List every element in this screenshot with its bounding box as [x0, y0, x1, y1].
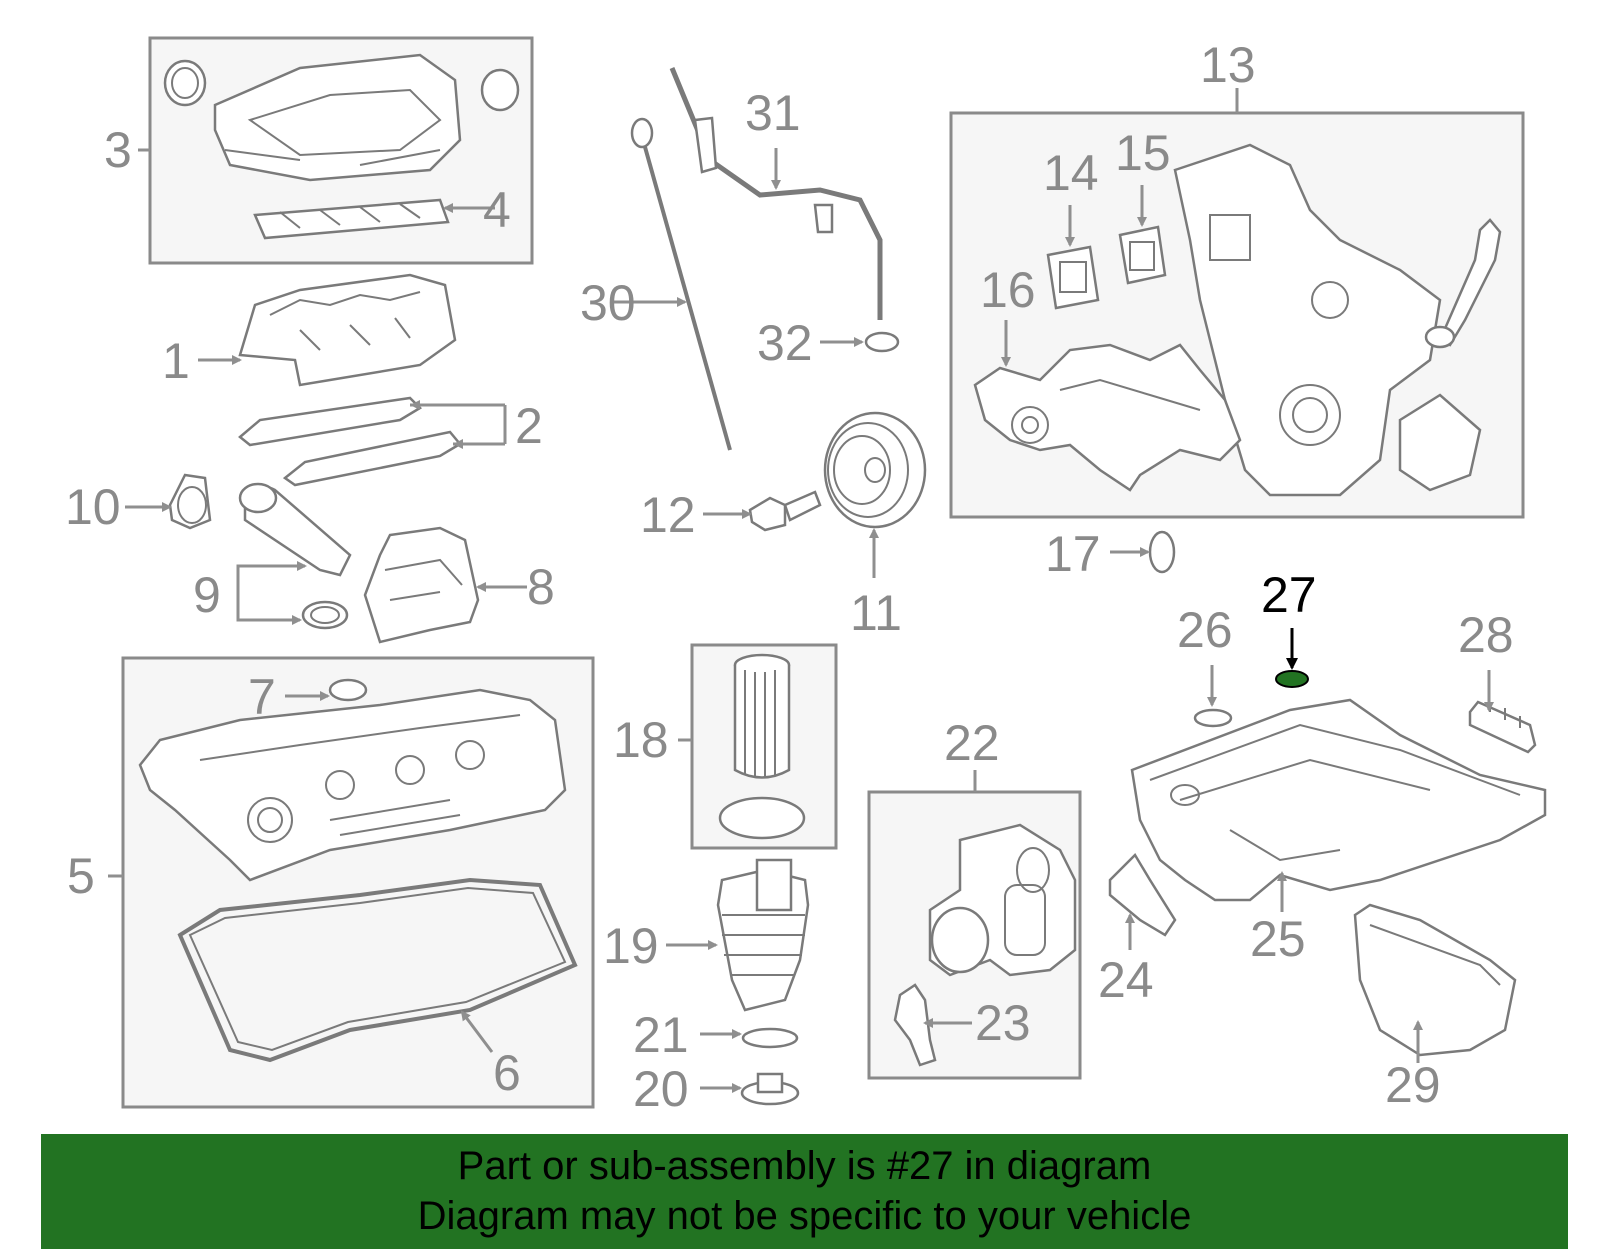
callout-12: 12 — [640, 487, 696, 543]
part-28-baffle — [1468, 700, 1537, 754]
part-13-timing-cover — [1173, 143, 1502, 497]
callout-6: 6 — [493, 1045, 521, 1101]
callout-21: 21 — [633, 1007, 689, 1063]
part-24-gasket — [1108, 852, 1177, 937]
info-banner: Part or sub-assembly is #27 in diagram D… — [41, 1134, 1568, 1249]
part-25-oil-pan-upper — [1130, 698, 1547, 902]
part-8-cover — [363, 526, 480, 644]
part-12-bolt — [748, 490, 822, 532]
part-18-filter-element — [718, 653, 806, 840]
callout-2: 2 — [515, 398, 543, 454]
callout-4: 4 — [483, 182, 511, 238]
leader-lines — [108, 88, 1494, 1093]
callout-30: 30 — [580, 275, 636, 331]
part-32-o-ring — [864, 331, 900, 353]
part-14-gasket — [1046, 245, 1100, 310]
callout-1: 1 — [162, 333, 190, 389]
part-19-filter-housing — [716, 858, 810, 1012]
callout-32: 32 — [757, 315, 813, 371]
part-21-o-ring — [741, 1027, 799, 1049]
callout-18: 18 — [613, 712, 669, 768]
part-23-sensor — [893, 983, 937, 1067]
callout-20: 20 — [633, 1061, 689, 1117]
part-16-water-pump — [973, 343, 1242, 492]
part-11-pulley — [823, 411, 927, 529]
callout-29: 29 — [1385, 1057, 1441, 1113]
callout-24: 24 — [1098, 952, 1154, 1008]
callout-14: 14 — [1043, 145, 1099, 201]
callout-11: 11 — [850, 585, 902, 641]
part-5-valve-cover — [138, 678, 567, 882]
callout-31: 31 — [745, 85, 801, 141]
part-2-gaskets — [238, 396, 462, 487]
part-26-o-ring — [1193, 708, 1233, 728]
part-10-filler-cap — [168, 473, 212, 530]
part-9-filler-tube — [238, 482, 352, 630]
callout-13: 13 — [1200, 37, 1256, 93]
banner-line-disclaimer: Diagram may not be specific to your vehi… — [417, 1194, 1192, 1238]
callout-labels: 1 2 3 4 5 6 7 8 9 10 11 12 13 14 15 16 1… — [65, 37, 1514, 1117]
callout-10: 10 — [65, 479, 121, 535]
callout-23: 23 — [975, 995, 1031, 1051]
banner-line-part: Part or sub-assembly is #27 in diagram — [457, 1144, 1152, 1188]
part-29-oil-pan-lower — [1353, 903, 1517, 1057]
callout-17: 17 — [1045, 526, 1101, 582]
callout-15: 15 — [1115, 125, 1171, 181]
part-22-filter-bracket — [928, 823, 1077, 977]
callout-27: 27 — [1261, 567, 1317, 623]
part-17-o-ring — [1148, 530, 1176, 574]
callout-28: 28 — [1458, 607, 1514, 663]
callout-3: 3 — [104, 122, 132, 178]
part-20-drain-plug — [740, 1072, 800, 1106]
callout-22: 22 — [944, 715, 1000, 771]
callout-5: 5 — [67, 848, 95, 904]
part-15-gasket — [1118, 225, 1167, 285]
part-1-intake-manifold — [238, 273, 457, 387]
part-3-intake-plenum — [163, 53, 520, 240]
part-6-valve-cover-gasket — [177, 877, 578, 1063]
callout-25: 25 — [1250, 911, 1306, 967]
callout-26: 26 — [1177, 602, 1233, 658]
callout-7: 7 — [248, 669, 276, 725]
callout-8: 8 — [527, 559, 555, 615]
callout-9: 9 — [193, 567, 221, 623]
part-31-dipstick-guide — [669, 67, 883, 320]
part-27-seal-highlighted — [1275, 670, 1309, 688]
callout-19: 19 — [603, 918, 659, 974]
part-30-dipstick — [630, 117, 732, 451]
callout-16: 16 — [980, 262, 1036, 318]
